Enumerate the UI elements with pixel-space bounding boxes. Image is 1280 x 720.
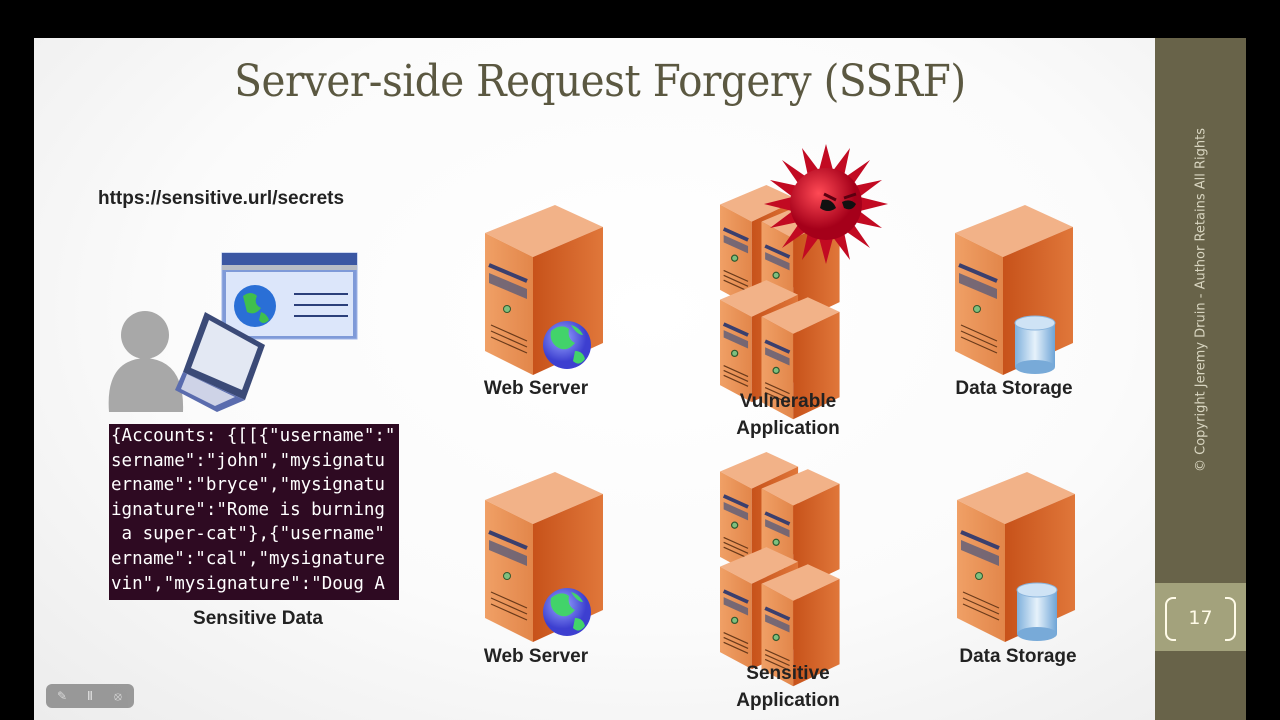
copyright-notice: © Copyright Jeremy Druin - Author Retain… — [1155, 38, 1246, 583]
vulnerable-label-line1: Vulnerable — [739, 391, 837, 412]
sensitive-data-label: Sensitive Data — [193, 608, 323, 629]
left-bracket — [1165, 597, 1176, 641]
slide-title: Server-side Request Forgery (SSRF) — [234, 56, 966, 107]
web-server-top-label: Web Server — [483, 378, 589, 399]
request-url: https://sensitive.url/secrets — [98, 188, 345, 209]
edit-icon[interactable]: ✎ — [56, 689, 68, 703]
pause-icon[interactable]: ‖ — [87, 689, 93, 703]
client-illustration — [108, 252, 358, 412]
database-server-icon — [953, 203, 1075, 377]
sensitive-application-cluster-icon — [720, 452, 850, 662]
vulnerable-application-label: Vulnerable Application — [688, 388, 888, 442]
terminal-line: ername":"cal","mysignature — [111, 548, 385, 569]
data-storage-bottom-label: Data Storage — [959, 646, 1077, 667]
user-icon — [108, 311, 184, 412]
player-toolbar: ✎ ‖ ⦻ — [46, 684, 134, 708]
web-server-bottom-label: Web Server — [483, 646, 589, 667]
vulnerable-label-line2: Application — [736, 418, 840, 439]
right-bracket — [1225, 597, 1236, 641]
terminal-line: a super-cat"},{"username" — [111, 524, 385, 545]
terminal-line: {Accounts: {[[{"username":" — [111, 426, 396, 446]
camera-off-icon[interactable]: ⦻ — [114, 689, 122, 703]
sensitive-application-label: Sensitive Application — [688, 660, 888, 714]
terminal-line: sername":"john","mysignatu — [111, 450, 385, 471]
sensitive-label-line1: Sensitive — [746, 663, 830, 684]
copyright-text: © Copyright Jeremy Druin - Author Retain… — [1193, 128, 1208, 472]
terminal-line: vin","mysignature":"Doug A — [111, 573, 385, 594]
sensitive-data-terminal: {Accounts: {[[{"username":" sername":"jo… — [109, 424, 399, 600]
page-number-box: 17 — [1155, 583, 1246, 651]
web-server-icon — [483, 470, 605, 644]
database-server-icon — [955, 470, 1077, 644]
web-server-icon — [483, 203, 605, 377]
web-browser-window-icon — [221, 252, 358, 340]
terminal-line: ignature":"Rome is burning — [111, 499, 385, 520]
laptop-icon — [175, 312, 265, 412]
page-number: 17 — [1188, 607, 1213, 629]
data-storage-top-label: Data Storage — [955, 378, 1073, 399]
sensitive-label-line2: Application — [736, 690, 840, 711]
terminal-line: ername":"bryce","mysignatu — [111, 475, 385, 496]
malware-virus-icon — [764, 144, 888, 264]
